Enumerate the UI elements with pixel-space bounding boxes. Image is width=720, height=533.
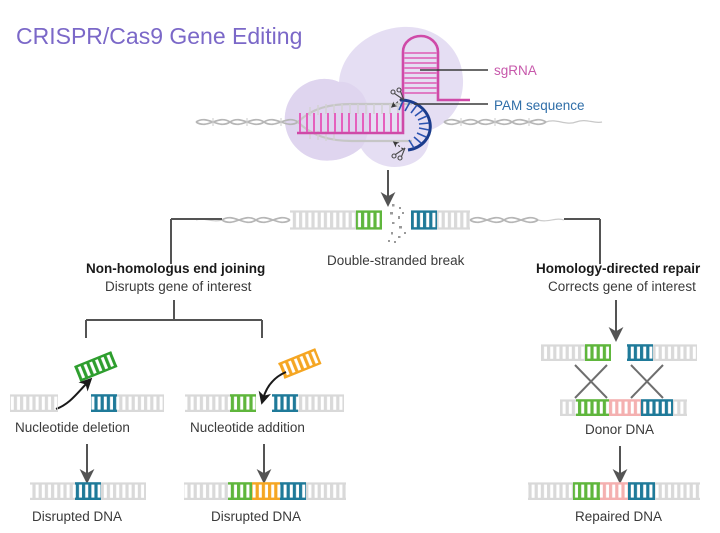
deletion-curved-arrow bbox=[55, 377, 93, 410]
pam-sequence-label: PAM sequence bbox=[494, 98, 585, 113]
disrupted-dna-result-1: Disrupted DNA bbox=[30, 482, 146, 524]
result2-green-segment bbox=[228, 483, 252, 499]
nucleotide-deletion-label: Nucleotide deletion bbox=[15, 420, 130, 435]
repaired-pink-segment bbox=[600, 483, 628, 499]
deletion-dna-left bbox=[10, 395, 58, 411]
addition-dna-left bbox=[185, 395, 230, 411]
branch-right-heading: Homology-directed repair Corrects gene o… bbox=[536, 261, 701, 294]
disrupted-dna-result-2: Disrupted DNA bbox=[184, 482, 346, 524]
inserted-orange-fragment bbox=[278, 348, 322, 379]
disrupted-dna-label-2: Disrupted DNA bbox=[211, 509, 301, 524]
repaired-dna-result: Repaired DNA bbox=[528, 482, 700, 524]
cas9-complex: sgRNA PAM sequence bbox=[195, 26, 603, 167]
repaired-blue-segment bbox=[628, 483, 655, 499]
repaired-green-segment bbox=[573, 483, 600, 499]
result2-blue-segment bbox=[280, 483, 306, 499]
nucleotide-addition-label: Nucleotide addition bbox=[190, 420, 305, 435]
scissors-icon-upper bbox=[390, 87, 405, 101]
repaired-dna-label: Repaired DNA bbox=[575, 509, 662, 524]
deletion-dna-blue-segment bbox=[91, 395, 117, 411]
addition-dna-right bbox=[298, 395, 344, 411]
break-left-grey-segment bbox=[290, 211, 356, 229]
double-stranded-break-stage: Double-stranded break bbox=[195, 204, 565, 268]
cut-arrow-upper bbox=[390, 98, 402, 108]
donor-right-blue bbox=[641, 400, 673, 415]
pam-sequence-strand bbox=[398, 98, 432, 152]
deletion-dna-right bbox=[117, 395, 164, 411]
donor-top-right-blue bbox=[627, 345, 653, 360]
donor-dna-label: Donor DNA bbox=[585, 422, 654, 437]
sgrna-strand bbox=[297, 34, 470, 135]
unwound-dna-bubble bbox=[297, 102, 412, 143]
hdr-subtitle: Corrects gene of interest bbox=[548, 279, 696, 294]
addition-dna-green-segment bbox=[230, 395, 256, 411]
break-right-grey-segment bbox=[437, 211, 470, 229]
scissors-icon-lower bbox=[391, 147, 406, 161]
nucleotide-deletion-panel: Nucleotide deletion bbox=[10, 351, 164, 435]
donor-top-left-green bbox=[585, 345, 611, 360]
result1-blue-segment bbox=[75, 483, 101, 499]
donor-middle-pink bbox=[609, 400, 641, 415]
nucleotide-addition-panel: Nucleotide addition bbox=[185, 348, 344, 435]
break-left-green-segment bbox=[356, 211, 382, 229]
donor-dna-panel: Donor DNA bbox=[541, 344, 697, 437]
nhej-subtitle: Disrupts gene of interest bbox=[105, 279, 252, 294]
disrupted-dna-label-1: Disrupted DNA bbox=[32, 509, 122, 524]
genomic-dna-rungs bbox=[212, 118, 530, 126]
hdr-title: Homology-directed repair bbox=[536, 261, 701, 276]
break-debris bbox=[388, 204, 406, 243]
main-split-bracket bbox=[170, 218, 601, 264]
branch-left-heading: Non-homologus end joining Disrupts gene … bbox=[86, 261, 265, 294]
double-stranded-break-label: Double-stranded break bbox=[327, 253, 465, 268]
page-title: CRISPR/Cas9 Gene Editing bbox=[16, 23, 302, 49]
nhej-title: Non-homologus end joining bbox=[86, 261, 265, 276]
result2-orange-segment bbox=[252, 483, 280, 499]
addition-dna-blue-segment bbox=[272, 395, 298, 411]
cut-arrow-lower bbox=[392, 141, 404, 150]
donor-left-green bbox=[576, 400, 609, 415]
sgrna-label: sgRNA bbox=[494, 63, 537, 78]
crossover-x-lines bbox=[574, 364, 664, 399]
excised-green-fragment bbox=[74, 351, 118, 382]
break-right-blue-segment bbox=[411, 211, 437, 229]
addition-curved-arrow bbox=[258, 371, 287, 405]
nhej-split-bracket bbox=[85, 300, 263, 338]
